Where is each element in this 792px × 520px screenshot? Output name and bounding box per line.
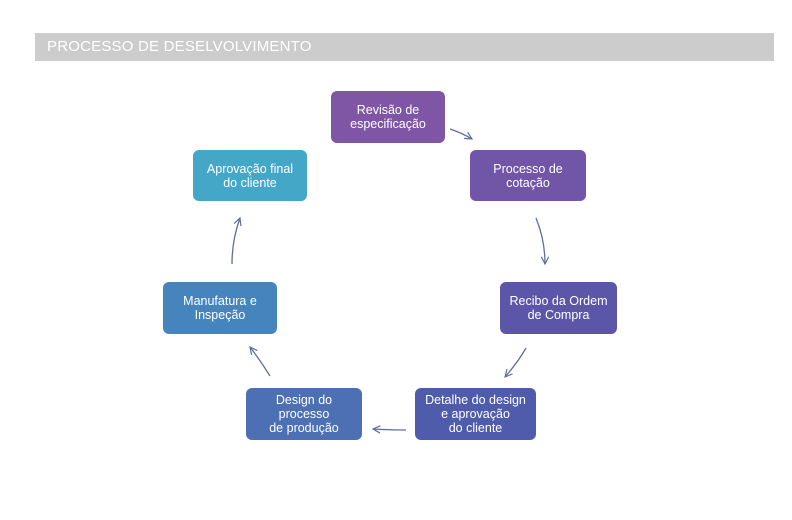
page-title: PROCESSO DE DESELVOLVIMENTO [47,38,312,55]
step-design-processo-producao: Design do processo de produção [246,388,362,440]
arrow-5-to-6 [250,347,271,377]
arrow-4-to-5 [373,429,407,430]
step-detalhe-design-aprovacao: Detalhe do design e aprovação do cliente [415,388,536,440]
title-bar: PROCESSO DE DESELVOLVIMENTO [35,33,774,61]
step-revisao-especificacao: Revisão de especificação [331,91,445,143]
arrow-6-to-7 [231,218,240,265]
step-manufatura-inspecao: Manufatura e Inspeção [163,282,277,334]
arrow-2-to-3 [535,217,545,264]
step-recibo-ordem-compra: Recibo da Ordem de Compra [500,282,617,334]
arrow-1-to-2 [449,128,472,139]
arrow-3-to-4 [505,347,527,377]
step-aprovacao-final-cliente: Aprovação final do cliente [193,150,307,201]
step-processo-cotacao: Processo de cotação [470,150,586,201]
